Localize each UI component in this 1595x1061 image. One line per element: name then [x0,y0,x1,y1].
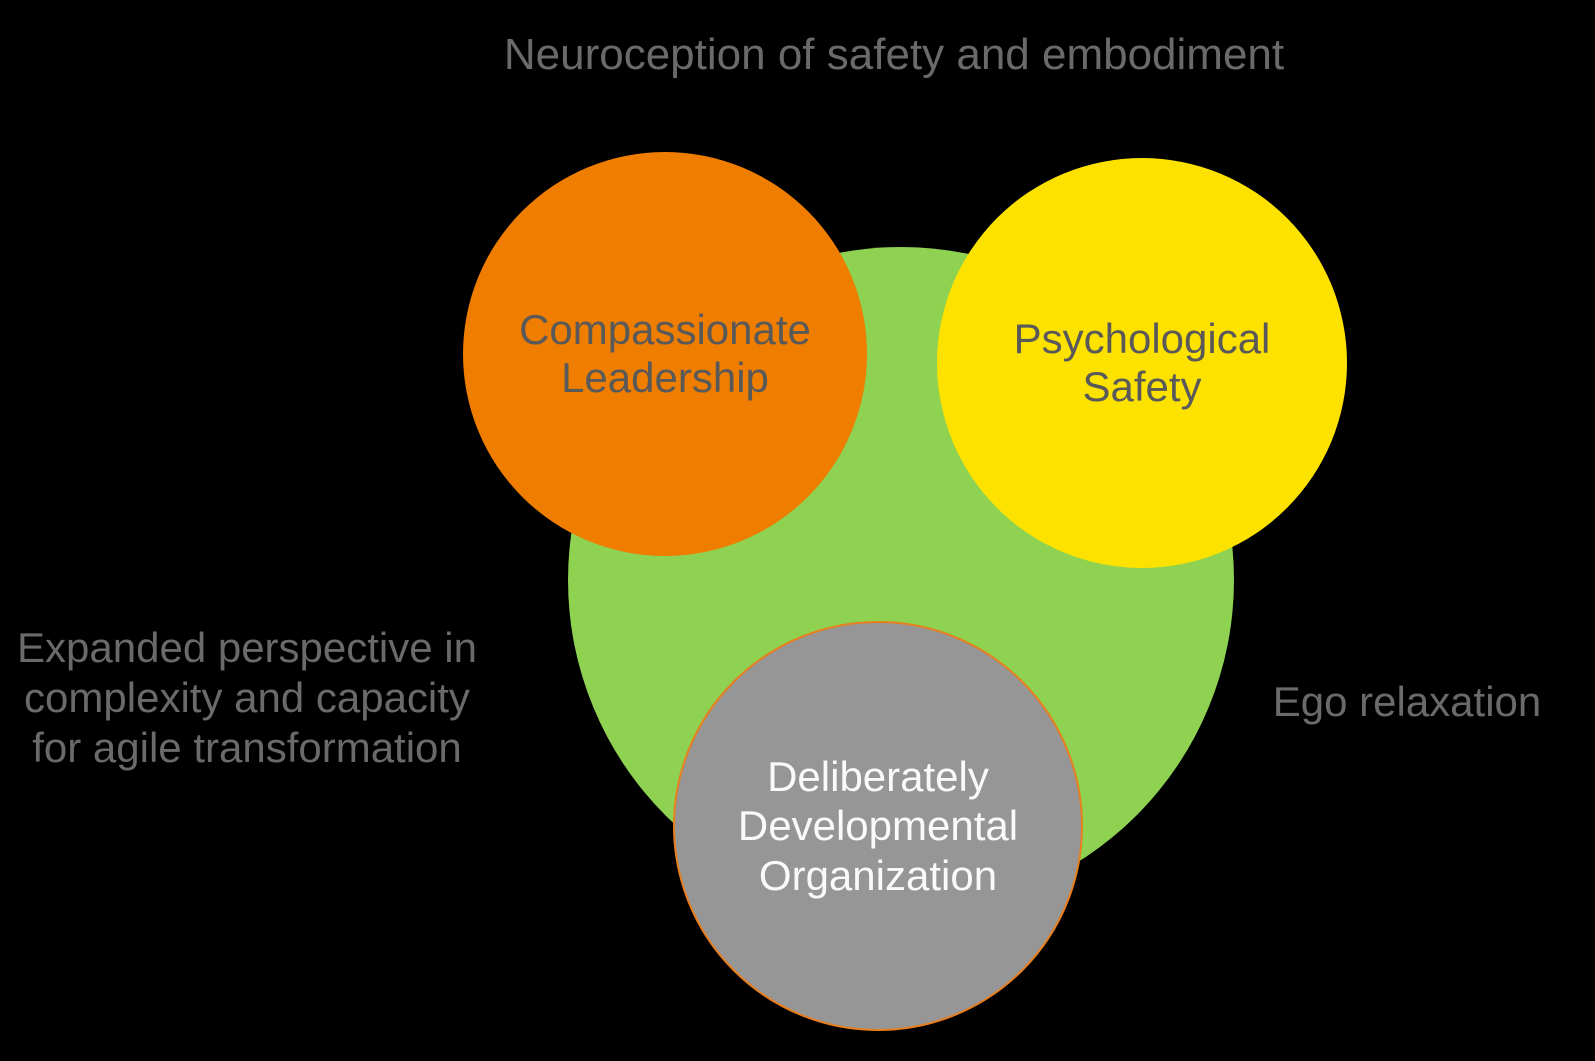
psychological-safety-label: Psychological Safety [1013,314,1271,410]
deliberately-developmental-organization-circle: Deliberately Developmental Organization [673,621,1083,1031]
label-ego-relaxation: Ego relaxation [1272,678,1542,725]
compassionate-leadership-circle: Compassionate Leadership [463,152,867,556]
label-neuroception: Neuroception of safety and embodiment [503,30,1285,79]
label-expanded-perspective: Expanded perspective in complexity and c… [17,624,477,771]
psychological-safety-circle: Psychological Safety [937,158,1347,568]
deliberately-developmental-organization-label: Deliberately Developmental Organization [737,752,1019,899]
compassionate-leadership-label: Compassionate Leadership [519,305,811,401]
